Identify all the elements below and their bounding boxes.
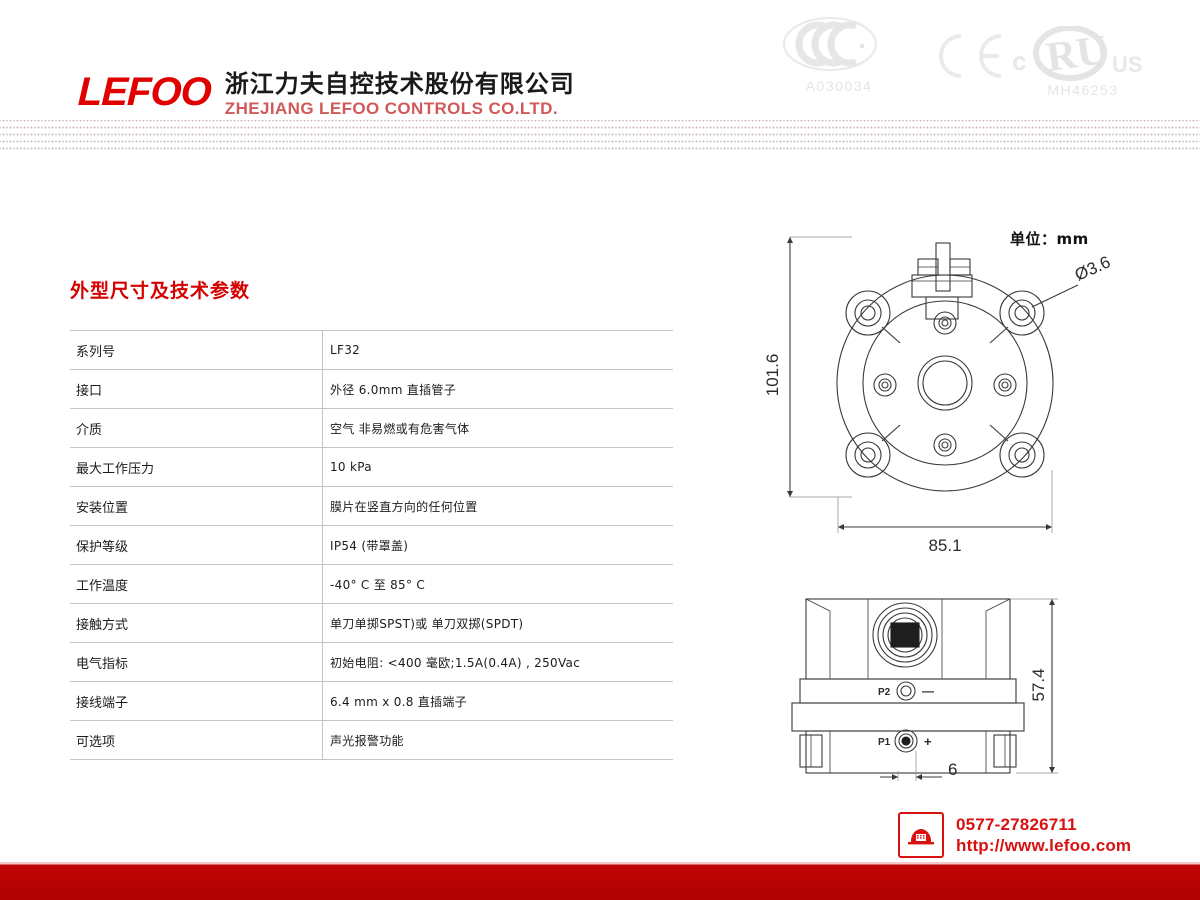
port-p2-sign: — — [922, 684, 934, 698]
contact-block: 0577-27826711 http://www.lefoo.com — [898, 812, 1131, 858]
spec-key: 系列号 — [70, 330, 323, 370]
front-view-height-dim: 101.6 — [763, 354, 782, 397]
header-dotted-divider — [0, 120, 1200, 150]
spec-value: 外径 6.0mm 直插管子 — [322, 369, 673, 409]
spec-value: 膜片在竖直方向的任何位置 — [322, 486, 673, 526]
ccc-code: A030034 — [805, 78, 873, 94]
ul-code: MH46253 — [1047, 82, 1119, 98]
table-row: 保护等级 IP54 (带罩盖) — [70, 525, 673, 565]
table-row: 系列号 LF32 — [70, 330, 673, 370]
side-view-height-dim: 57.4 — [1029, 668, 1048, 701]
svg-text:c: c — [1012, 46, 1026, 76]
phone-number: 0577-27826711 — [956, 815, 1077, 834]
spec-key: 保护等级 — [70, 525, 323, 565]
table-row: 最大工作压力 10 kPa — [70, 447, 673, 487]
side-view-drawing: 57.4 6 P2 — P1 + — [770, 585, 1170, 790]
side-view-offset-dim: 6 — [948, 760, 957, 779]
spec-key: 最大工作压力 — [70, 447, 323, 487]
footer-bar — [0, 862, 1200, 900]
section-title: 外型尺寸及技术参数 — [70, 280, 251, 302]
spec-value: 声光报警功能 — [322, 720, 673, 760]
front-view-width-dim: 85.1 — [928, 536, 961, 555]
port-p1-sign: + — [924, 734, 932, 749]
spec-key: 安装位置 — [70, 486, 323, 526]
company-name-en: ZHEJIANG LEFOO CONTROLS CO.LTD. — [224, 99, 558, 118]
unit-label: 单位：mm — [1010, 230, 1089, 248]
svg-text:US: US — [1112, 52, 1143, 77]
company-name-cn: 浙江力夫自控技术股份有限公司 — [224, 70, 575, 98]
spec-key: 介质 — [70, 408, 323, 448]
spec-key: 接口 — [70, 369, 323, 409]
ccc-mark-icon — [782, 16, 892, 83]
front-view-hole-dim: Ø3.6 — [1072, 252, 1113, 284]
table-row: 接口 外径 6.0mm 直插管子 — [70, 369, 673, 409]
spec-key: 电气指标 — [70, 642, 323, 682]
table-row: 接线端子 6.4 mm x 0.8 直插端子 — [70, 681, 673, 721]
spec-value: 6.4 mm x 0.8 直插端子 — [322, 681, 673, 721]
phone-icon — [898, 812, 944, 858]
spec-value: 初始电阻: <400 毫欧;1.5A(0.4A) , 250Vac — [322, 642, 673, 682]
table-row: 工作温度 -40° C 至 85° C — [70, 564, 673, 604]
spec-value: 10 kPa — [322, 447, 673, 487]
port-p1-label: P1 — [878, 737, 891, 748]
company-logo: LEFOO 浙江力夫自控技术股份有限公司 ZHEJIANG LEFOO CONT… — [77, 70, 575, 119]
certification-marks: A030034 c RU US MH46253 — [772, 8, 1172, 108]
table-row: 安装位置 膜片在竖直方向的任何位置 — [70, 486, 673, 526]
website-url[interactable]: http://www.lefoo.com — [956, 836, 1132, 855]
table-row: 可选项 声光报警功能 — [70, 720, 673, 760]
contact-details: 0577-27826711 http://www.lefoo.com — [956, 814, 1131, 856]
spec-key: 接线端子 — [70, 681, 323, 721]
spec-table-body: 系列号 LF32 接口 外径 6.0mm 直插管子 介质 空气 非易燃或有危害气… — [70, 330, 673, 760]
spec-value: LF32 — [322, 330, 673, 370]
port-p2-label: P2 — [878, 687, 891, 698]
svg-text:RU: RU — [1043, 27, 1109, 81]
spec-key: 接触方式 — [70, 603, 323, 643]
spec-value: 空气 非易燃或有危害气体 — [322, 408, 673, 448]
spec-key: 工作温度 — [70, 564, 323, 604]
specification-table: 系列号 LF32 接口 外径 6.0mm 直插管子 介质 空气 非易燃或有危害气… — [70, 330, 673, 760]
table-row: 介质 空气 非易燃或有危害气体 — [70, 408, 673, 448]
table-row: 电气指标 初始电阻: <400 毫欧;1.5A(0.4A) , 250Vac — [70, 642, 673, 682]
spec-value: 单刀单掷SPST)或 单刀双掷(SPDT) — [322, 603, 673, 643]
company-name-block: 浙江力夫自控技术股份有限公司 ZHEJIANG LEFOO CONTROLS C… — [225, 70, 575, 119]
logo-wordmark: LEFOO — [77, 70, 212, 114]
spec-value: -40° C 至 85° C — [322, 564, 673, 604]
ce-mark-icon — [927, 32, 1011, 85]
table-row: 接触方式 单刀单掷SPST)或 单刀双掷(SPDT) — [70, 603, 673, 643]
ul-mark-icon: c RU US — [1012, 25, 1152, 87]
spec-value: IP54 (带罩盖) — [322, 525, 673, 565]
spec-key: 可选项 — [70, 720, 323, 760]
front-view-drawing: 101.6 85.1 Ø3.6 — [760, 215, 1160, 570]
